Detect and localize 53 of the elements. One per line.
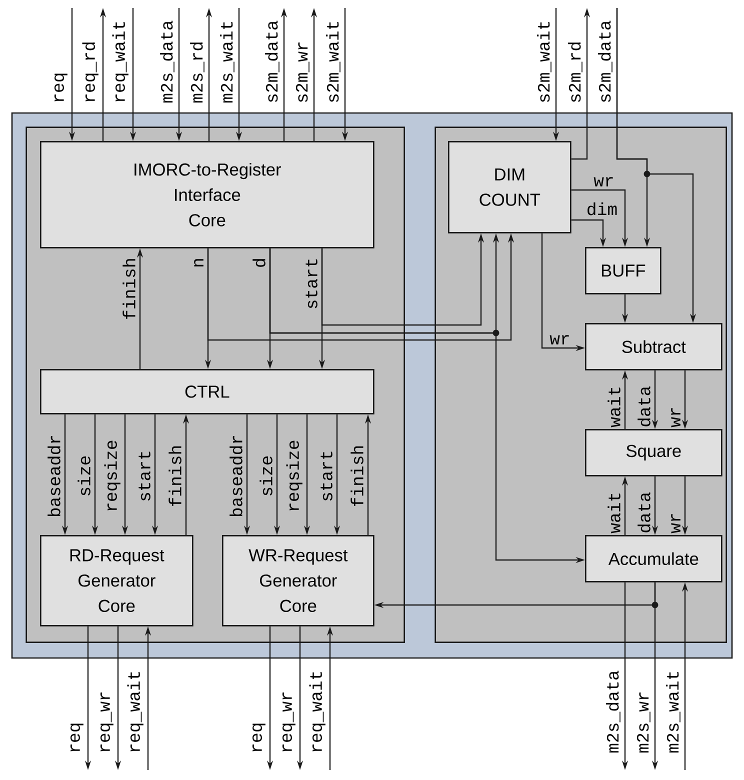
signal-label: data xyxy=(638,386,650,426)
signal-label: req_wait xyxy=(309,672,326,752)
process-box: Accumulate xyxy=(585,535,722,582)
signal-label: wait xyxy=(608,388,620,428)
signal-label: m2s_wait xyxy=(220,22,234,103)
signal-label: wr xyxy=(671,514,680,534)
signal-label: req xyxy=(70,724,84,752)
signal-label: s2m_wr xyxy=(296,42,310,102)
signal-label: req_wait xyxy=(127,672,144,752)
signal-label: s2m_rd xyxy=(568,42,582,102)
signal-label: s2m_wait xyxy=(326,22,340,102)
signal-label: start xyxy=(138,452,150,501)
signal-label: wr xyxy=(671,408,680,428)
signal-label: reqsize xyxy=(104,440,120,510)
process-box: IMORC-to-Register Interface Core xyxy=(40,141,374,248)
signal-label: baseaddr xyxy=(48,436,60,516)
signal-label: m2s_data xyxy=(606,670,620,753)
signal-label: req_wr xyxy=(100,692,114,752)
signal-label: size xyxy=(78,456,90,496)
signal-label: finish xyxy=(122,259,136,319)
signal-label: finish xyxy=(350,446,364,506)
process-box: Subtract xyxy=(585,323,722,370)
signal-label: m2s_rd xyxy=(190,42,204,103)
signal-label: s2m_data xyxy=(598,20,612,102)
signal-label: req xyxy=(252,724,266,752)
process-box: CTRL xyxy=(40,369,374,414)
process-box: BUFF xyxy=(585,247,662,294)
process-box: WR-Request Generator Core xyxy=(222,535,374,626)
signal-label: reqsize xyxy=(286,440,302,510)
signal-label: data xyxy=(638,492,650,532)
signal-label: finish xyxy=(168,446,182,506)
process-box: Square xyxy=(585,429,722,476)
signal-label: req xyxy=(54,74,68,102)
signal-label: s2m_wait xyxy=(536,22,552,102)
signal-label: start xyxy=(320,452,332,501)
signal-label: dim xyxy=(588,202,617,216)
process-box: DIM COUNT xyxy=(448,141,572,234)
signal-label: baseaddr xyxy=(230,436,242,516)
signal-label: n xyxy=(194,259,204,266)
process-box: RD-Request Generator Core xyxy=(40,535,194,626)
signal-label: wr xyxy=(550,335,569,344)
signal-label: m2s_data xyxy=(160,20,174,103)
signal-label: req_rd xyxy=(82,42,98,102)
signal-label: req_wr xyxy=(282,692,296,752)
signal-label: m2s_wait xyxy=(666,672,680,753)
signal-label: req_wait xyxy=(112,22,128,102)
signal-label: start xyxy=(306,259,318,308)
signal-label: size xyxy=(260,456,272,496)
signal-label: d xyxy=(252,259,266,267)
signal-label: m2s_wr xyxy=(636,692,650,753)
signal-label: s2m_data xyxy=(264,20,280,102)
signal-label: wait xyxy=(608,494,620,534)
signal-label: wr xyxy=(594,177,613,186)
